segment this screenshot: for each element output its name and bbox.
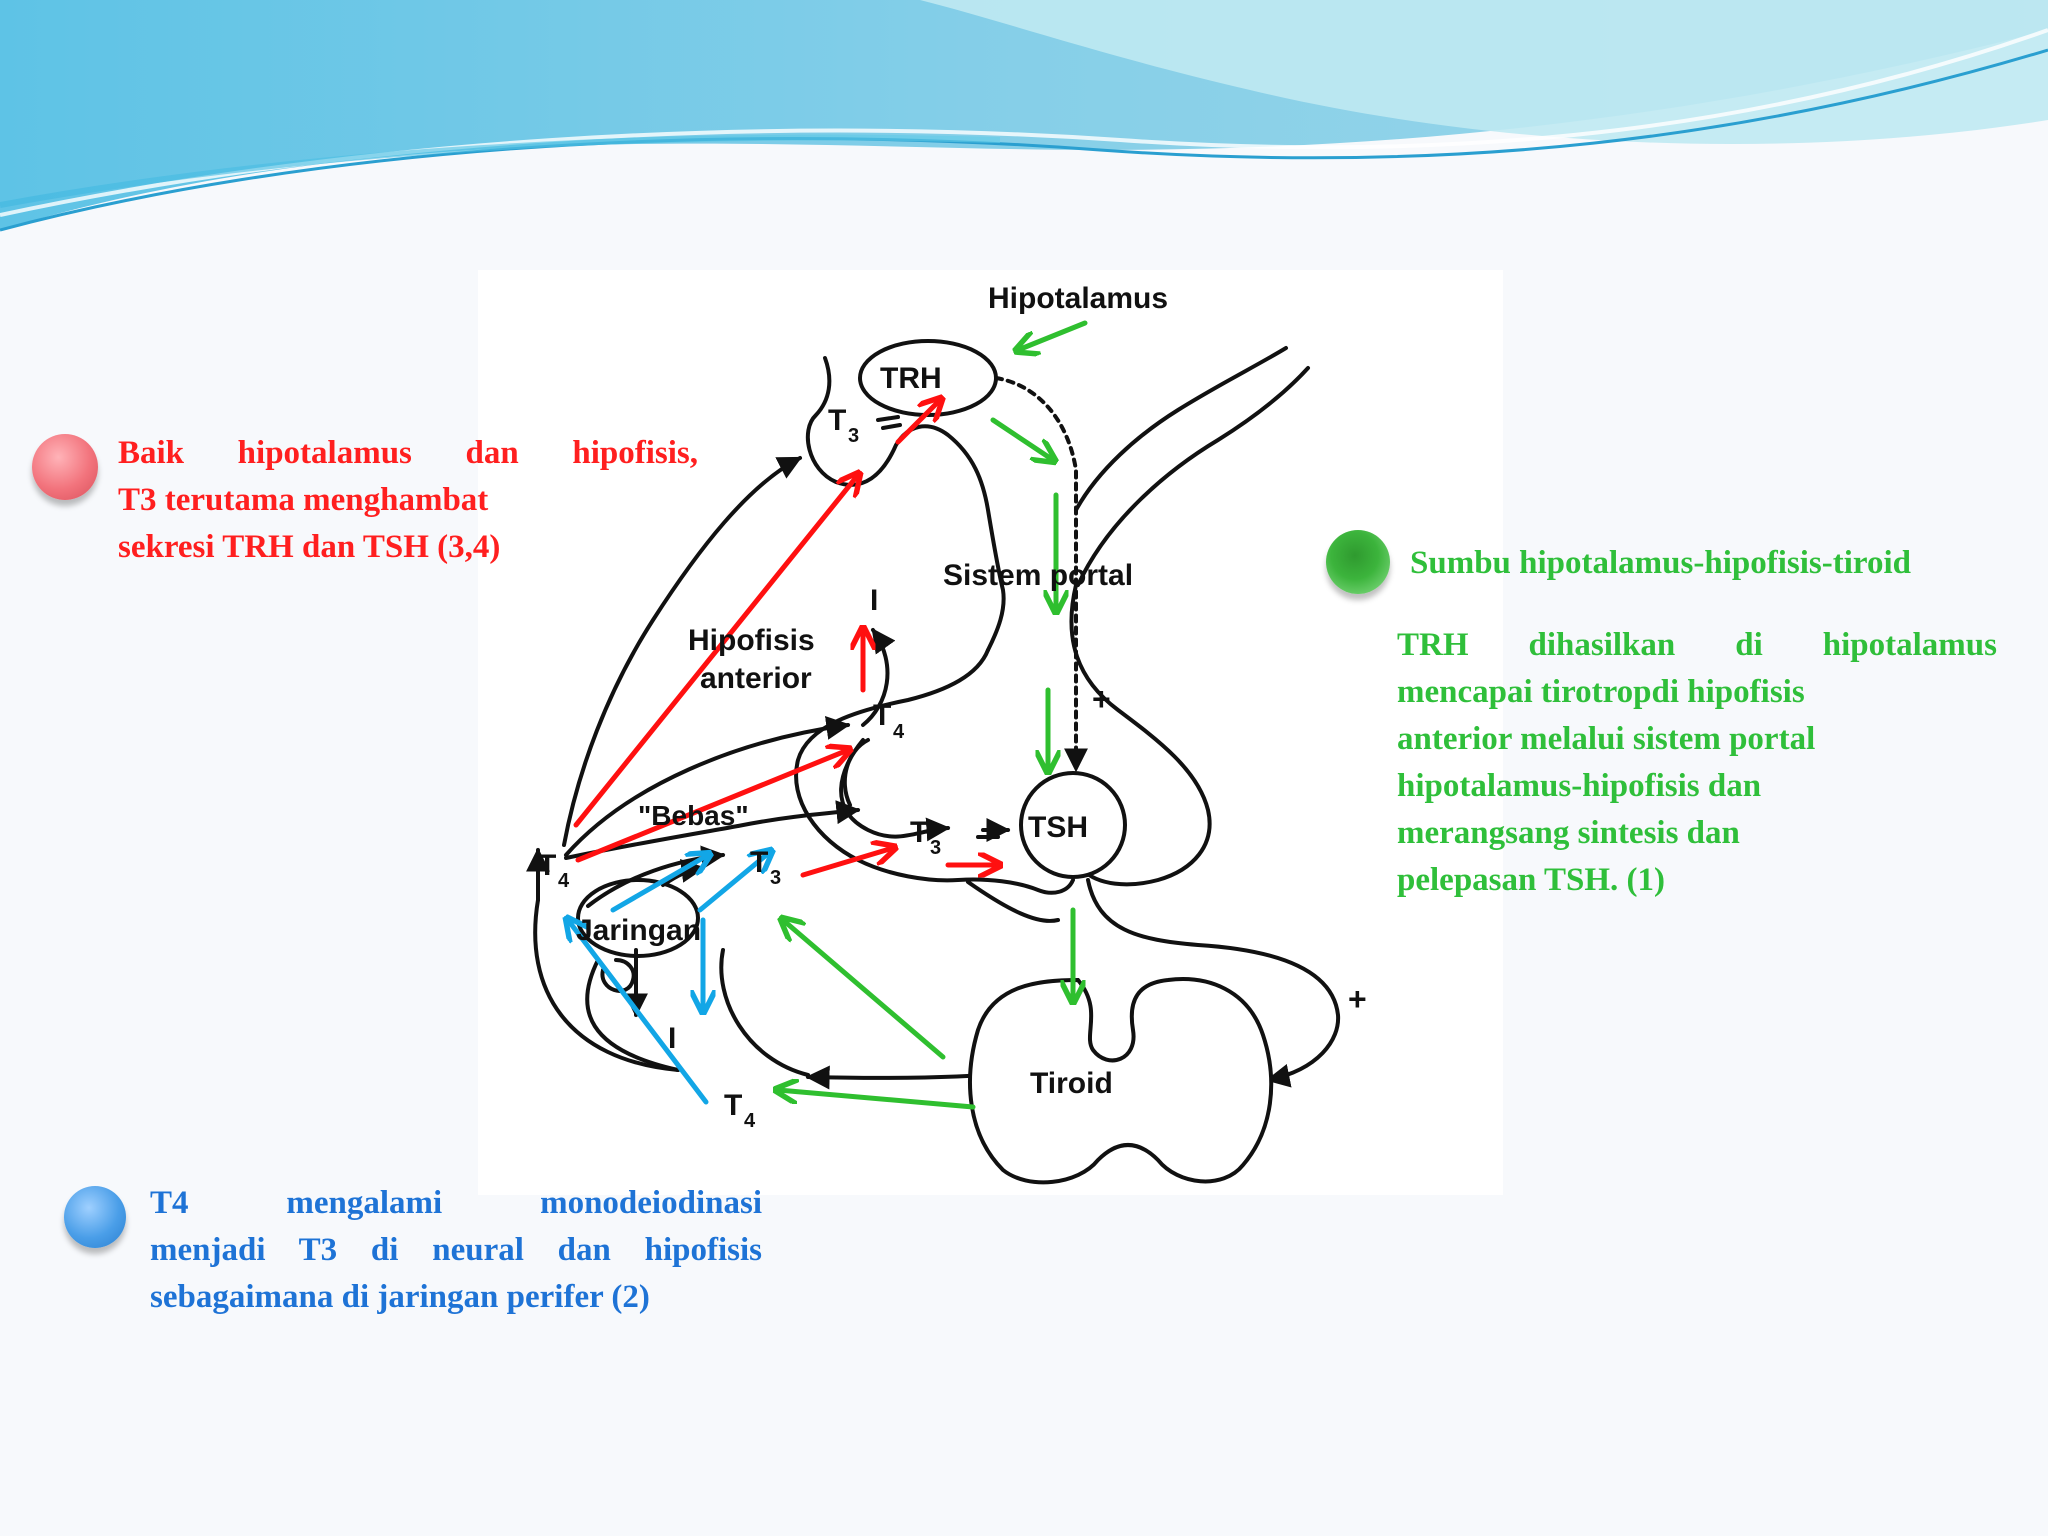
label-tsh: TSH: [1028, 811, 1088, 844]
note-green-title: Sumbu hipotalamus-hipofisis-tiroid: [1410, 540, 2030, 587]
label-deiodinase-pituitary: I: [870, 584, 878, 617]
note-green-line-3: anterior melalui sistem portal: [1397, 721, 1816, 757]
note-blue-line-2: menjadi T3 di neural dan hipofisis: [150, 1232, 762, 1268]
label-t4-left: T: [538, 849, 556, 882]
label-t4-bottom: T: [724, 1089, 742, 1122]
note-blue-deiodination: T4 mengalami monodeiodinasi menjadi T3 d…: [150, 1180, 762, 1321]
note-red-line-3: sekresi TRH dan TSH (3,4): [118, 529, 501, 565]
label-t3-top-sub: 3: [848, 425, 859, 447]
bullet-blue-icon: [64, 1186, 126, 1248]
label-t3-mid-sub: 3: [770, 867, 781, 889]
label-jaringan: Jaringan: [576, 914, 701, 947]
label-tiroid: Tiroid: [1030, 1067, 1113, 1100]
note-green-body: TRH dihasilkan di hipotalamus mencapai t…: [1397, 622, 1997, 904]
label-t3-tsh-sub: 3: [930, 837, 941, 859]
red-arrows: [573, 400, 998, 878]
note-red-line-1: Baik hipotalamus dan hipofisis,: [118, 435, 698, 471]
green-arrows: [778, 320, 1088, 1110]
note-green-line-5: merangsang sintesis dan: [1397, 815, 1740, 851]
note-green-line-1: TRH dihasilkan di hipotalamus: [1397, 627, 1997, 663]
note-green-line-6: pelepasan TSH. (1): [1397, 862, 1666, 898]
note-green-line-2: mencapai tirotropdi hipofisis: [1397, 674, 1805, 710]
note-red-inhibition: Baik hipotalamus dan hipofisis, T3 terut…: [118, 430, 698, 571]
label-t3-mid: T: [750, 846, 768, 879]
diagram-labels: Hipotalamus TRH T 3 Sistem portal Hipofi…: [538, 282, 1367, 1132]
header-wave-decoration: [0, 0, 2048, 232]
label-bebas: "Bebas": [638, 800, 749, 831]
label-trh: TRH: [880, 362, 942, 395]
label-t4-pituitary-sub: 4: [893, 721, 905, 743]
label-deiodinase-tissue: I: [668, 1022, 676, 1055]
label-t3-tsh: T: [910, 816, 928, 849]
note-red-line-2: T3 terutama menghambat: [118, 482, 489, 518]
label-plus-portal: +: [1092, 681, 1111, 717]
label-t3-top: T: [828, 404, 846, 437]
label-plus-right: +: [1348, 981, 1367, 1017]
thyroid-axis-diagram: Hipotalamus TRH T 3 Sistem portal Hipofi…: [526, 282, 1367, 1185]
label-t4-left-sub: 4: [558, 870, 570, 892]
note-green-line-4: hipotalamus-hipofisis dan: [1397, 768, 1762, 804]
bullet-green-icon: [1326, 530, 1390, 594]
label-hipotalamus: Hipotalamus: [988, 282, 1168, 315]
note-green-title-text: Sumbu hipotalamus-hipofisis-tiroid: [1410, 545, 1911, 581]
blue-arrows: [568, 852, 770, 1105]
note-blue-line-3: sebagaimana di jaringan perifer (2): [150, 1279, 650, 1315]
note-blue-line-1: T4 mengalami monodeiodinasi: [150, 1185, 762, 1221]
label-t4-pituitary: T: [873, 699, 891, 732]
label-sistem-portal: Sistem portal: [943, 559, 1133, 592]
label-anterior: anterior: [700, 662, 812, 695]
bullet-red-icon: [32, 434, 98, 500]
label-hipofisis: Hipofisis: [688, 624, 815, 657]
label-t4-bottom-sub: 4: [744, 1110, 756, 1132]
